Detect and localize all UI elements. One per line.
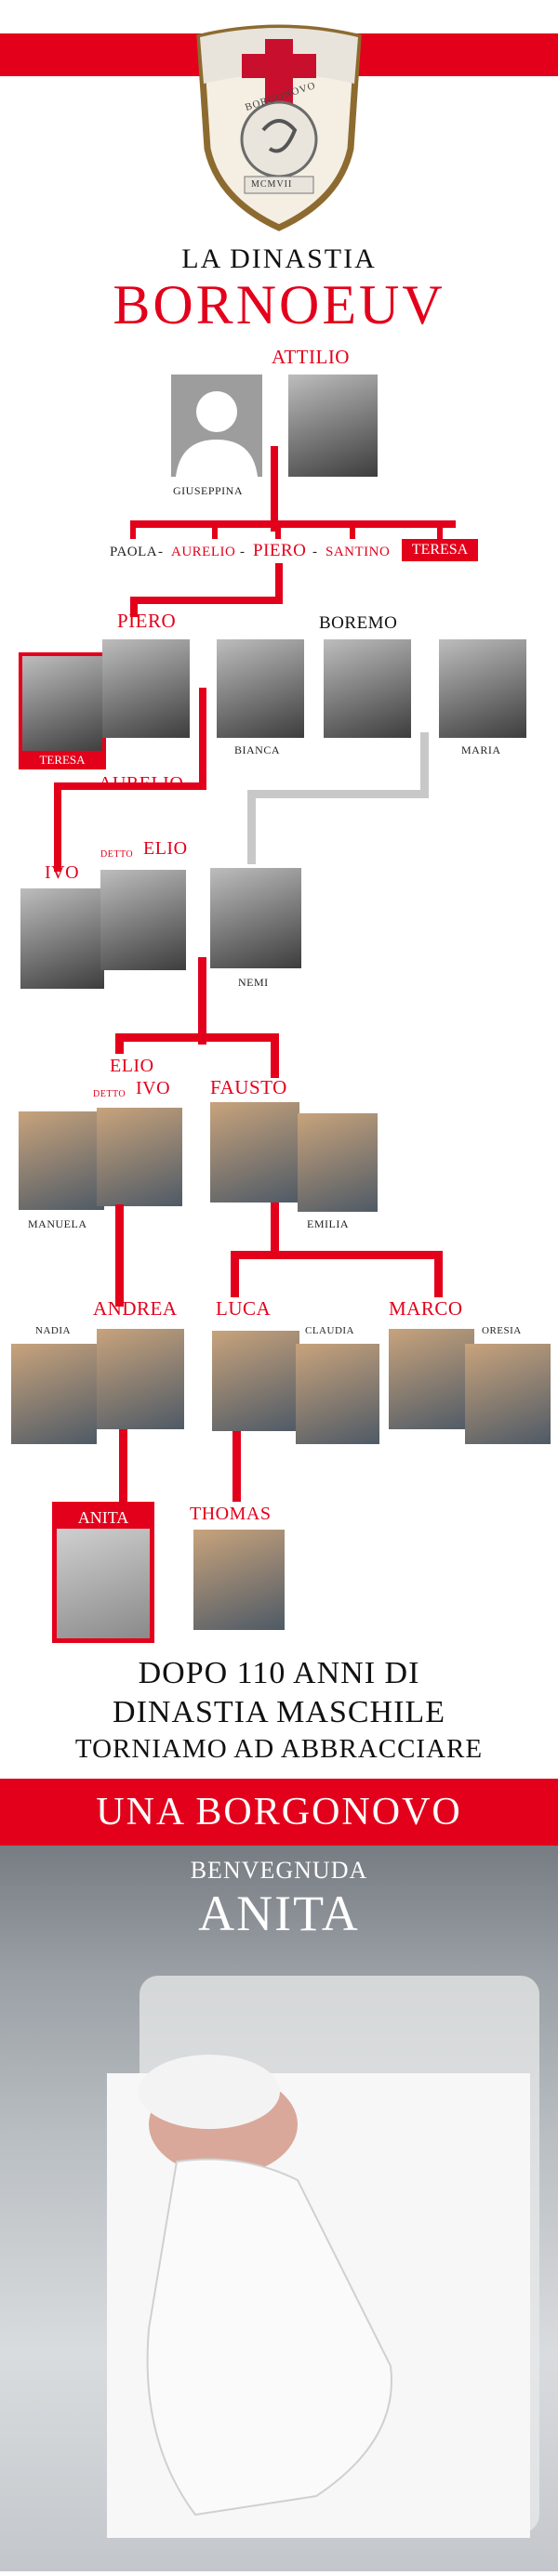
connector-g4-bar bbox=[115, 1033, 279, 1042]
message-line-2: DINASTIA MASCHILE bbox=[113, 1695, 445, 1729]
connector-g5-bar bbox=[231, 1251, 443, 1259]
connector-g3-grey-bar bbox=[247, 790, 429, 798]
photo-elio-g4 bbox=[100, 870, 186, 970]
name-claudia: CLAUDIA bbox=[305, 1325, 354, 1336]
crest-year-text: MCMVII bbox=[251, 179, 293, 190]
name-giuseppina: GIUSEPPINA bbox=[173, 484, 244, 497]
connector-g5-drop-luca bbox=[231, 1251, 239, 1297]
name-nemi: NEMI bbox=[238, 976, 269, 989]
dynasty-subtitle: LA DINASTIA bbox=[181, 243, 377, 274]
name-teresa-g2: TERESA bbox=[402, 539, 478, 561]
photo-thomas bbox=[193, 1530, 285, 1630]
connector-g3-red-bar bbox=[54, 782, 206, 790]
connector-g4-drop-right bbox=[271, 1033, 279, 1078]
photo-nemi bbox=[210, 868, 301, 968]
name-attilio: ATTILIO bbox=[272, 346, 350, 368]
photo-marco bbox=[389, 1329, 474, 1429]
name-luca: LUCA bbox=[216, 1297, 272, 1320]
connector-g2-drop4 bbox=[350, 520, 355, 539]
connector-piero-left bbox=[130, 597, 283, 604]
photo-oresia bbox=[465, 1344, 551, 1444]
name-bianca: BIANCA bbox=[234, 743, 281, 756]
connector-g3-grey-down bbox=[420, 732, 429, 797]
name-ivo-g5: IVO bbox=[136, 1078, 171, 1098]
connector-piero-down bbox=[275, 563, 283, 604]
photo-anita-newborn bbox=[0, 1846, 558, 2571]
photo-manuela bbox=[19, 1111, 104, 1210]
photo-andrea bbox=[97, 1329, 184, 1429]
photo-giuseppina bbox=[171, 375, 262, 477]
name-paola: PAOLA bbox=[110, 545, 158, 559]
name-andrea: ANDREA bbox=[93, 1297, 178, 1320]
message-banner-text: UNA BORGONOVO bbox=[96, 1791, 462, 1833]
name-manuela: MANUELA bbox=[28, 1217, 87, 1230]
name-elio-g4: ELIO bbox=[143, 838, 188, 859]
crib-outline-icon bbox=[107, 1976, 539, 2538]
connector-piero-drop bbox=[130, 597, 138, 617]
name-anita-g7: ANITA bbox=[57, 1506, 150, 1529]
name-boremo: BOREMO bbox=[319, 613, 398, 633]
message-banner: UNA BORGONOVO bbox=[0, 1779, 558, 1846]
name-elio-g5: ELIO bbox=[110, 1056, 154, 1076]
connector-g2-drop3 bbox=[275, 520, 281, 539]
connector-g2-bar bbox=[130, 520, 456, 528]
connector-g1-down bbox=[271, 446, 278, 532]
name-maria: MARIA bbox=[461, 743, 501, 756]
detto-label-g4: DETTO bbox=[100, 849, 134, 860]
name-piero-g3: PIERO bbox=[117, 610, 177, 632]
name-ivo-g4: IVO bbox=[45, 862, 80, 883]
welcome-greeting: BENVEGNUDA bbox=[190, 1857, 368, 1884]
connector-andrea-down bbox=[119, 1429, 127, 1502]
photo-ivo bbox=[20, 888, 104, 989]
sep-2: - bbox=[240, 545, 246, 559]
name-nadia: NADIA bbox=[35, 1325, 71, 1336]
connector-luca-down bbox=[232, 1431, 241, 1502]
connector-fausto-down bbox=[271, 1203, 279, 1258]
name-fausto: FAUSTO bbox=[210, 1076, 287, 1098]
name-aurelio-g4: AURELIO bbox=[99, 773, 184, 794]
photo-luca bbox=[212, 1331, 299, 1431]
connector-g4-down bbox=[198, 957, 206, 1045]
detto-label-g5: DETTO bbox=[93, 1089, 126, 1099]
name-piero-g2: PIERO bbox=[253, 541, 307, 560]
sep-3: - bbox=[312, 545, 318, 559]
photo-emilia bbox=[298, 1113, 378, 1212]
name-santino: SANTINO bbox=[326, 545, 391, 559]
name-thomas: THOMAS bbox=[190, 1504, 272, 1524]
photo-teresa bbox=[19, 652, 106, 756]
photo-nadia bbox=[11, 1344, 97, 1444]
connector-g2-drop1 bbox=[130, 520, 136, 539]
photo-attilio bbox=[288, 375, 378, 477]
connector-g2-drop2 bbox=[212, 520, 218, 539]
borgonovo-crest-icon bbox=[196, 24, 362, 231]
photo-fausto bbox=[210, 1102, 299, 1203]
photo-elio-g5 bbox=[97, 1108, 182, 1206]
connector-g3-grey-drop bbox=[247, 790, 256, 864]
dynasty-title: BORNOEUV bbox=[113, 274, 445, 335]
name-teresa-g3: TERESA bbox=[19, 751, 106, 769]
photo-claudia bbox=[296, 1344, 379, 1444]
name-emilia: EMILIA bbox=[307, 1217, 349, 1230]
connector-g4-drop-left bbox=[115, 1033, 124, 1054]
name-oresia: ORESIA bbox=[482, 1325, 522, 1336]
photo-boremo bbox=[324, 639, 411, 738]
photo-maria bbox=[439, 639, 526, 738]
connector-g2-drop5 bbox=[437, 520, 443, 539]
welcome-name: ANITA bbox=[198, 1886, 360, 1941]
message-line-3: TORNIAMO AD ABBRACCIARE bbox=[74, 1734, 484, 1764]
photo-bianca bbox=[217, 639, 304, 738]
connector-g3-red-down bbox=[199, 688, 206, 790]
connector-g5-drop-marco bbox=[434, 1251, 443, 1297]
connector-g3-red-drop bbox=[54, 782, 61, 872]
photo-piero bbox=[102, 639, 190, 738]
name-marco: MARCO bbox=[389, 1297, 463, 1320]
connector-elio-down bbox=[115, 1204, 124, 1307]
message-line-1: DOPO 110 ANNI DI bbox=[138, 1656, 420, 1690]
sep-1: - bbox=[158, 545, 164, 559]
name-aurelio-g2: AURELIO bbox=[171, 545, 236, 559]
